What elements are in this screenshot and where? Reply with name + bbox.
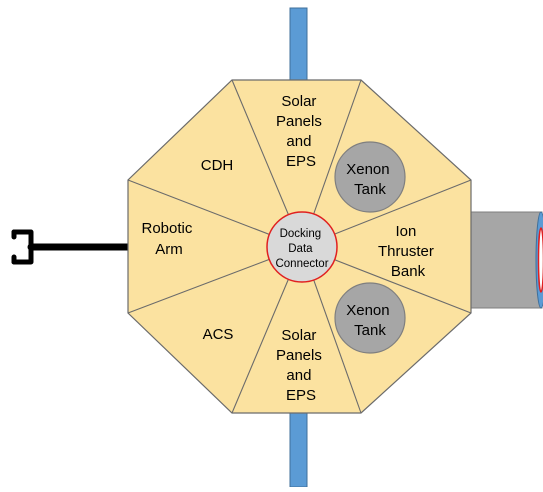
thruster-nozzle-inner: [539, 228, 543, 292]
solar-panel-bottom: [290, 412, 307, 487]
label-acs: ACS: [203, 326, 234, 343]
thruster-box: [470, 212, 542, 308]
label-cdh: CDH: [201, 157, 234, 174]
robotic-arm-gripper: [14, 232, 129, 262]
ion-thruster-housing: [470, 212, 543, 308]
solar-panel-top: [290, 8, 307, 83]
